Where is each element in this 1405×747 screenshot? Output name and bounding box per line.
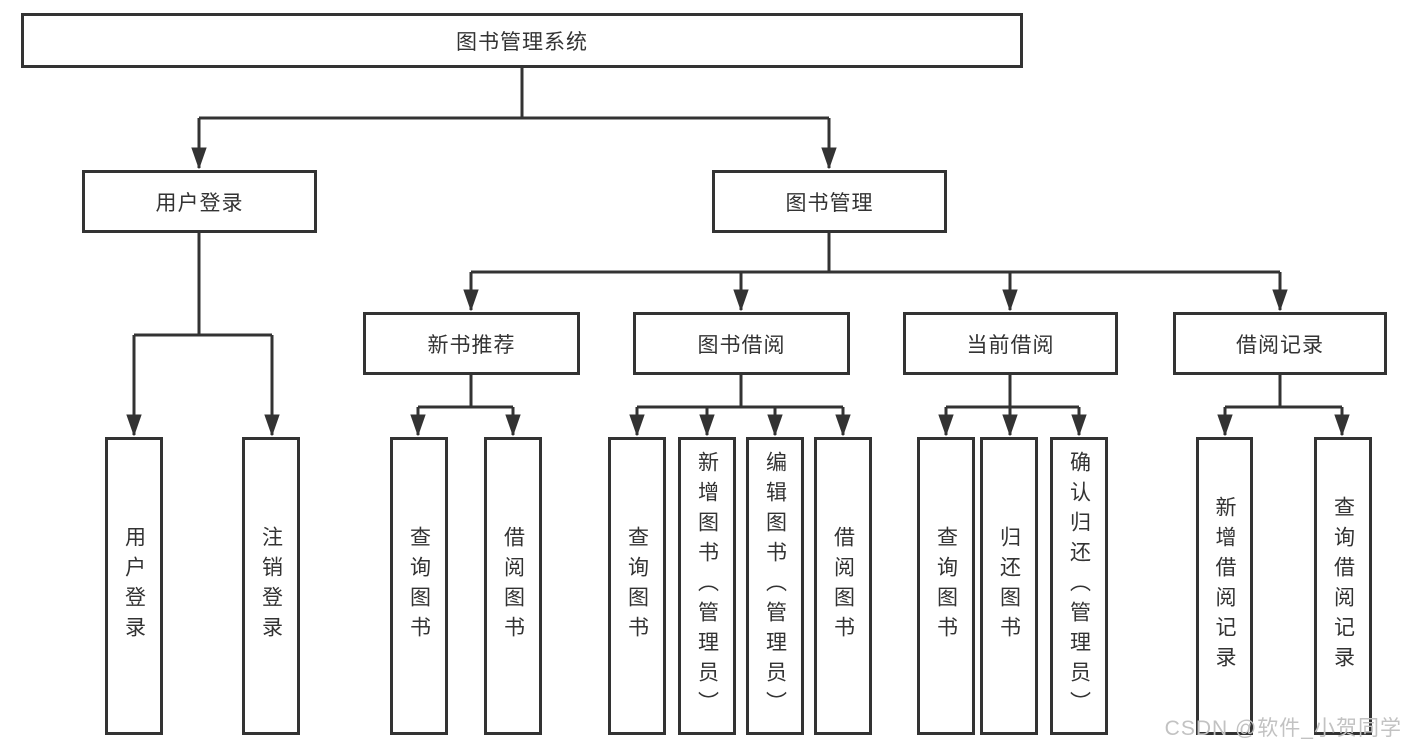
leaf-label: 查询借阅记录 [1331,496,1355,676]
leaf-query-book-3: 查询图书 [917,437,975,735]
leaf-label: 注销登录 [259,526,283,646]
leaf-logout: 注销登录 [242,437,300,735]
leaf-return-book: 归还图书 [980,437,1038,735]
leaf-query-book-2: 查询图书 [608,437,666,735]
leaf-label: 用户登录 [122,526,146,646]
node-book-management: 图书管理 [712,170,947,233]
node-root: 图书管理系统 [21,13,1023,68]
leaf-edit-book-admin: 编辑图书（管理员） [746,437,804,735]
leaf-label: 归还图书 [997,526,1021,646]
node-new-book-recommend: 新书推荐 [363,312,580,375]
node-borrow-records: 借阅记录 [1173,312,1387,375]
leaf-query-book-1: 查询图书 [390,437,448,735]
leaf-label: 查询图书 [934,526,958,646]
leaf-label: 编辑图书（管理员） [763,451,787,721]
leaf-query-borrow-record: 查询借阅记录 [1314,437,1372,735]
leaf-label: 借阅图书 [501,526,525,646]
leaf-label: 新增借阅记录 [1213,496,1236,676]
watermark: CSDN @软件_小贺同学 [1164,717,1402,740]
leaf-label: 查询图书 [407,526,431,646]
leaf-label: 借阅图书 [831,526,855,646]
leaf-borrow-book-2: 借阅图书 [814,437,872,735]
leaf-confirm-return-admin: 确认归还（管理员） [1050,437,1108,735]
leaf-label: 查询图书 [625,526,649,646]
node-user-login: 用户登录 [82,170,317,233]
leaf-add-book-admin: 新增图书（管理员） [678,437,736,735]
leaf-add-borrow-record: 新增借阅记录 [1196,437,1253,735]
node-book-borrow: 图书借阅 [633,312,850,375]
leaf-borrow-book-1: 借阅图书 [484,437,542,735]
leaf-user-login: 用户登录 [105,437,163,735]
node-current-borrow: 当前借阅 [903,312,1118,375]
leaf-label: 新增图书（管理员） [695,451,719,721]
leaf-label: 确认归还（管理员） [1067,451,1091,721]
